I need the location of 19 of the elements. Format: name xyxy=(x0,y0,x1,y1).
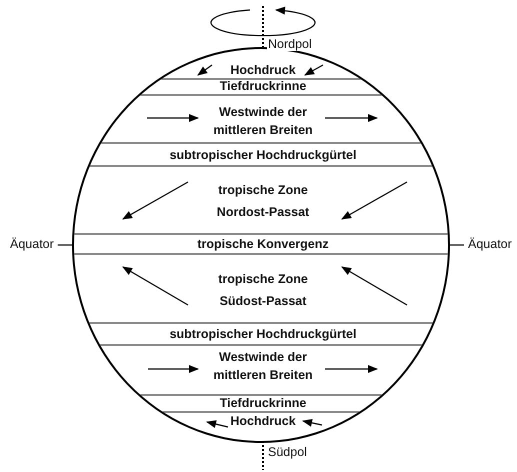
zone-label: Tiefdruckrinne xyxy=(220,77,306,95)
axis-label: Äquator xyxy=(10,237,54,251)
leader-line xyxy=(449,244,464,246)
zone-label: Hochdruck xyxy=(230,412,296,430)
zone-label: tropische Konvergenz xyxy=(197,235,329,253)
zone-label: Hochdruck xyxy=(230,61,296,79)
zone-label: subtropischer Hochdruckgürtel xyxy=(170,146,356,164)
zone-label: Südost-Passat xyxy=(220,293,306,310)
axis-label: Äquator xyxy=(468,237,512,251)
leader-line xyxy=(58,244,73,246)
zone-label: tropische Zone xyxy=(218,182,308,199)
pole-label: Südpol xyxy=(267,445,308,459)
zone-label: Westwinde der mittleren Breiten xyxy=(193,348,333,384)
zone-label: subtropischer Hochdruckgürtel xyxy=(170,325,356,343)
zone-label: tropische Zone xyxy=(218,271,308,288)
pole-label: Nordpol xyxy=(267,37,313,51)
zone-label: Nordost-Passat xyxy=(216,204,310,221)
zone-label: Westwinde der mittleren Breiten xyxy=(193,103,333,139)
zone-label: Tiefdruckrinne xyxy=(220,394,306,412)
